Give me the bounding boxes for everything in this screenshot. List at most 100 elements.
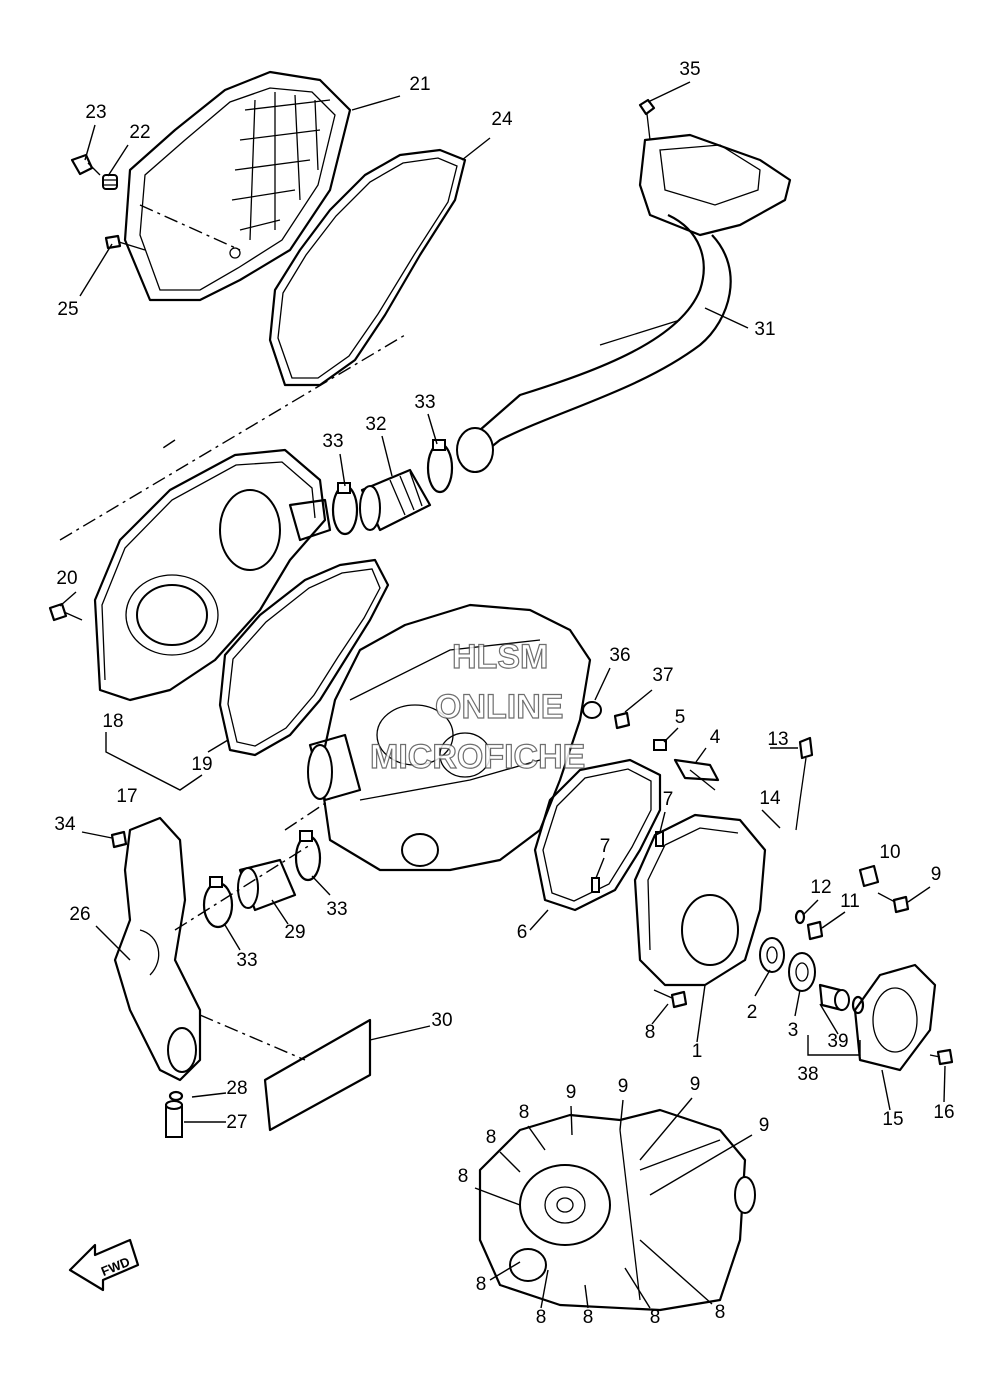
leader-line-29: [271, 899, 289, 925]
leader-lines: [59, 81, 946, 1309]
leader-line-26: [95, 925, 131, 961]
crankcase-block: [307, 603, 592, 872]
leader-line-16: [943, 1065, 946, 1103]
callout-9: 9: [759, 1115, 770, 1136]
part-33-clamp-b: [426, 439, 454, 494]
callout-9: 9: [931, 864, 942, 885]
part-18-inner-cover: [93, 448, 332, 702]
callout-4: 4: [710, 727, 721, 748]
callout-31: 31: [754, 319, 775, 340]
leader-line-2: [754, 969, 771, 997]
callout-29: 29: [284, 922, 305, 943]
leader-line-8: [527, 1125, 546, 1151]
callout-11: 11: [840, 891, 860, 912]
alignment-line-upper: [59, 334, 406, 541]
callout-33: 33: [322, 431, 343, 452]
leader-line-20: [59, 591, 77, 607]
callout-24: 24: [491, 109, 513, 130]
part-12-o-ring: [794, 909, 806, 925]
leader-line-24: [461, 137, 491, 161]
callout-8: 8: [519, 1102, 530, 1123]
leader-line-1: [696, 984, 706, 1043]
leader-line-33: [224, 924, 241, 951]
callout-32: 32: [365, 414, 386, 435]
leader-line-36: [594, 667, 611, 701]
callout-22: 22: [129, 122, 150, 143]
leader-line-14: [761, 809, 781, 829]
leader-line-7: [595, 857, 605, 879]
part-33-clamp-c: [202, 876, 234, 929]
part-9-bolt: [877, 892, 910, 914]
part-10-plug: [858, 864, 880, 888]
leader-line-9: [639, 1097, 693, 1161]
leader-line-28: [191, 1092, 227, 1098]
part-38-bushing: [818, 983, 850, 1012]
callout-33: 33: [414, 392, 435, 413]
callout-30: 30: [431, 1010, 452, 1031]
part-37-bolt: [613, 711, 631, 730]
leader-line-23: [84, 124, 96, 161]
part-11-plug: [806, 920, 824, 941]
callout-38: 38: [797, 1064, 818, 1085]
callout-1: 1: [692, 1041, 703, 1062]
alignment-line-lower: [174, 799, 331, 931]
leader-line-9: [570, 1105, 573, 1136]
part-29-joint: [237, 858, 297, 912]
callout-8: 8: [583, 1307, 594, 1328]
callout-35: 35: [679, 59, 700, 80]
callout-14: 14: [759, 788, 781, 809]
callout-27: 27: [226, 1112, 247, 1133]
callout-9: 9: [566, 1082, 577, 1103]
callout-9: 9: [618, 1076, 629, 1097]
leader-line-8: [584, 1284, 589, 1309]
svg-text:HLSM: HLSM: [452, 638, 548, 676]
part-39-o-ring: [851, 995, 865, 1015]
callout-16: 16: [933, 1102, 954, 1123]
part-31-intake-duct: [456, 133, 792, 473]
part-8-bolt: [653, 989, 688, 1009]
forward-direction-arrow: FWD: [68, 1238, 140, 1292]
leader-line-12: [802, 899, 819, 916]
callout-10: 10: [879, 842, 900, 863]
leader-line-25: [79, 243, 113, 297]
leader-line-11: [821, 911, 846, 929]
part-5-bolt: [653, 739, 667, 751]
leader-line-8: [651, 1003, 669, 1025]
callout-2: 2: [747, 1002, 758, 1023]
part-27-hose: [165, 1100, 183, 1138]
part-25-bolt: [104, 234, 146, 251]
callout-26: 26: [69, 904, 90, 925]
leader-line-21: [351, 95, 401, 111]
part-26-outlet-duct: [113, 816, 202, 1082]
leader-line-8: [639, 1239, 713, 1305]
callout-34: 34: [54, 814, 76, 835]
leader-line-4: [695, 747, 707, 763]
leader-line-9: [649, 1134, 753, 1196]
leader-line-33: [427, 413, 438, 445]
callout-8: 8: [715, 1302, 726, 1323]
part-2-seal: [759, 937, 785, 973]
leader-line-33: [311, 875, 331, 896]
callout-13: 13: [767, 729, 788, 750]
callout-36: 36: [609, 645, 630, 666]
callout-9: 9: [690, 1074, 701, 1095]
callout-12: 12: [810, 877, 831, 898]
leader-line-37: [624, 689, 653, 713]
callout-7: 7: [663, 789, 674, 810]
leader-line-8: [499, 1151, 521, 1173]
leader-line-33: [339, 453, 346, 487]
leader-line-9: [907, 886, 931, 903]
watermark: HLSM ONLINE MICROFICHE: [369, 637, 586, 776]
part-33-clamp-a: [331, 482, 359, 536]
part-3-bearing: [788, 952, 816, 992]
leader-line-22: [107, 144, 129, 177]
part-16-bolt: [929, 1048, 954, 1066]
callout-8: 8: [486, 1127, 497, 1148]
leader-line-34: [81, 831, 113, 839]
svg-text:MICROFICHE: MICROFICHE: [370, 738, 585, 776]
callout-8: 8: [650, 1307, 661, 1328]
part-1-crankcase-cover: [633, 813, 767, 987]
part-19-gasket: [218, 558, 390, 757]
part-15-cover: [853, 963, 937, 1072]
